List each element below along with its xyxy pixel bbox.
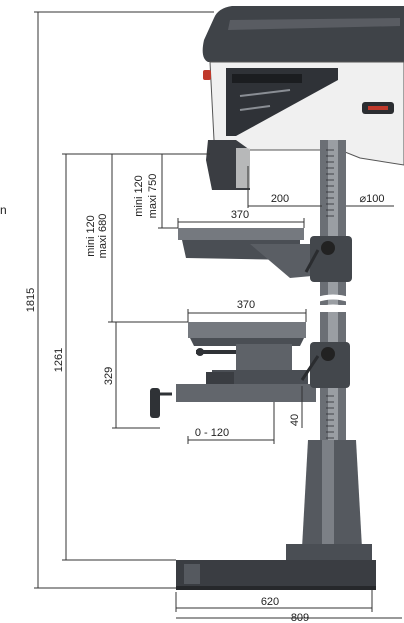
dim-table-offset: 40: [289, 414, 301, 426]
control-panel: [226, 68, 338, 136]
dim-upper-table-width: 370: [231, 209, 249, 221]
dim-column-diameter: ⌀100: [360, 193, 385, 205]
dim-spindle-to-table-mini: mini 120: [133, 175, 145, 217]
rack: [326, 149, 334, 217]
head-cover: [202, 6, 404, 62]
emergency-stop: [203, 70, 211, 80]
panel-display: [232, 74, 302, 83]
side-fragment: n: [0, 203, 7, 217]
lower-table-bracket: [310, 342, 350, 388]
head-highlight: [228, 18, 400, 30]
lower-table: [188, 322, 306, 338]
dim-overall-depth: 809: [291, 612, 309, 623]
crank-handle: [150, 388, 172, 418]
dim-vise-height: 329: [103, 367, 115, 385]
upper-table-bracket: [310, 236, 352, 282]
dim-table-travel-mini: mini 120: [85, 215, 97, 257]
upper-table: [178, 228, 304, 240]
dim-base-width: 620: [261, 596, 279, 608]
drill-press: [150, 6, 404, 590]
dim-lower-table-width: 370: [237, 299, 255, 311]
dim-overall-height: 1815: [25, 288, 37, 312]
dimension-labels: 1815 1261 mini 120 maxi 680 mini 120 max…: [25, 174, 384, 623]
dimension-lines: [34, 11, 402, 619]
cross-slide: [176, 384, 316, 402]
dim-table-slide: 0 - 120: [195, 427, 229, 439]
dim-spindle-to-table-maxi: maxi 750: [147, 174, 159, 219]
dim-column-to-spindle: 200: [271, 193, 289, 205]
base-plate: [176, 560, 376, 590]
dim-base-to-spindle: 1261: [53, 348, 65, 372]
dim-table-travel-maxi: maxi 680: [97, 214, 109, 259]
